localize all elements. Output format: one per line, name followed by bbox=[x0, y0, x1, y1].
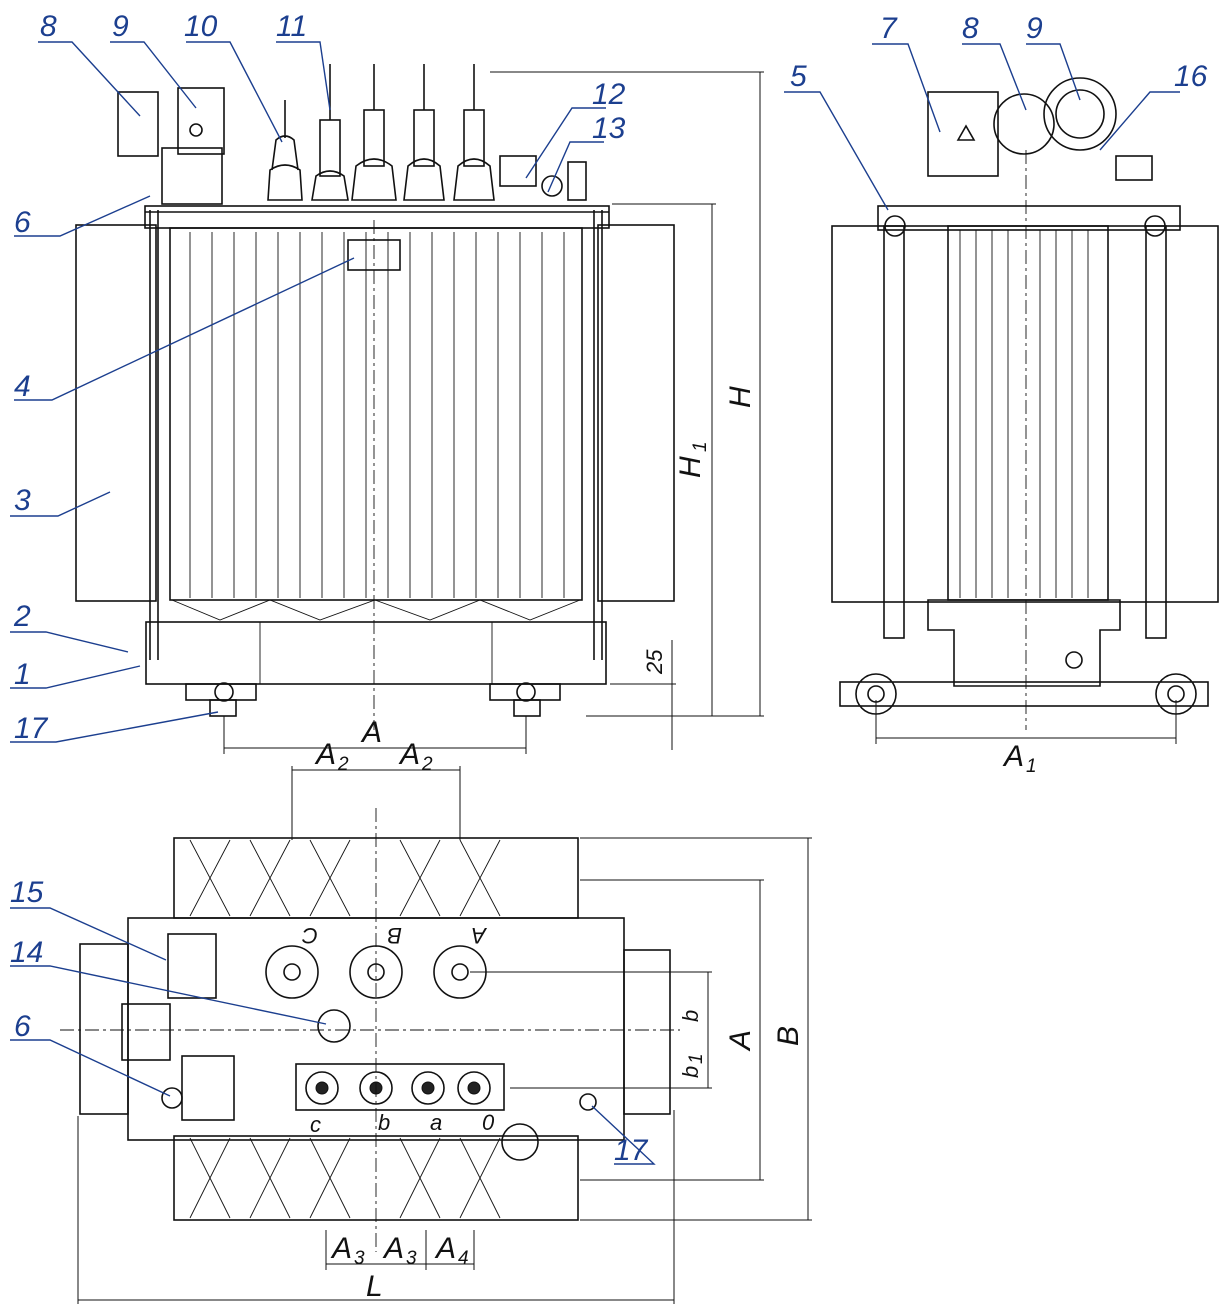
callout-8: 8 bbox=[40, 10, 57, 43]
callout-10: 10 bbox=[184, 10, 218, 43]
callout-6-top: 6 bbox=[14, 1010, 31, 1043]
dim-b1-sub: 1 bbox=[686, 1053, 707, 1064]
callout-2: 2 bbox=[13, 600, 31, 633]
dim-b: b bbox=[678, 1010, 703, 1022]
dim-25: 25 bbox=[642, 649, 667, 675]
dim-B: B bbox=[772, 1026, 805, 1046]
callout-4: 4 bbox=[14, 370, 31, 403]
left-radiator-panel bbox=[75, 224, 157, 602]
callout-3: 3 bbox=[14, 484, 31, 517]
callout-5: 5 bbox=[790, 60, 807, 93]
dim-H: H bbox=[724, 386, 757, 408]
hv-bushing-c bbox=[265, 945, 319, 999]
terminal-hv-a: A bbox=[471, 923, 488, 948]
gas-relay-box bbox=[499, 155, 537, 187]
dim-A2-right: A bbox=[398, 738, 420, 771]
left-instruments bbox=[117, 87, 225, 205]
thermometer-gauge bbox=[1043, 77, 1117, 151]
tap-changer bbox=[317, 1009, 351, 1043]
dim-A3-right-sub: 3 bbox=[406, 1248, 417, 1269]
right-radiator-panel bbox=[597, 224, 675, 602]
dim-A1-sub: 1 bbox=[1026, 756, 1037, 777]
callout-8-side: 8 bbox=[962, 12, 979, 45]
callout-leaders bbox=[10, 41, 1180, 1165]
dim-A4: A bbox=[434, 1232, 456, 1265]
terminal-box bbox=[927, 91, 999, 177]
dim-H1: H bbox=[674, 456, 707, 478]
terminal-lv-0: 0 bbox=[482, 1110, 495, 1135]
front-view bbox=[75, 64, 764, 754]
lv-bushing-plate bbox=[295, 1063, 505, 1111]
dim-A1-top: A bbox=[724, 1030, 757, 1052]
callout-17-top: 17 bbox=[614, 1134, 649, 1167]
callout-6: 6 bbox=[14, 206, 31, 239]
callout-7: 7 bbox=[880, 12, 898, 45]
callout-9: 9 bbox=[112, 10, 129, 43]
dim-A2-right-sub: 2 bbox=[421, 754, 433, 775]
dim-A2-left-sub: 2 bbox=[337, 754, 349, 775]
callout-15: 15 bbox=[10, 876, 44, 909]
tank-cover bbox=[144, 205, 610, 229]
callout-9-side: 9 bbox=[1026, 12, 1043, 45]
dim-A3-left-sub: 3 bbox=[354, 1248, 365, 1269]
side-rods bbox=[149, 210, 603, 660]
callout-13: 13 bbox=[592, 112, 626, 145]
terminal-hv-b: B bbox=[387, 923, 402, 948]
side-view bbox=[831, 77, 1219, 744]
top-view bbox=[60, 766, 812, 1304]
side-cover bbox=[877, 205, 1181, 231]
dim-b1: b bbox=[678, 1066, 703, 1078]
expansion-tank bbox=[501, 1123, 539, 1161]
dim-A: A bbox=[360, 716, 382, 749]
dim-H1-sub: 1 bbox=[690, 441, 711, 452]
front-wheels bbox=[185, 682, 561, 717]
side-radiators bbox=[831, 225, 1219, 603]
dim-A1: A bbox=[1002, 740, 1024, 773]
dim-A3-left: A bbox=[330, 1232, 352, 1265]
callout-1: 1 bbox=[14, 658, 31, 691]
tank-fins bbox=[171, 232, 581, 621]
tank-base bbox=[145, 621, 607, 685]
oil-gauge bbox=[993, 93, 1055, 155]
terminal-lv-a: a bbox=[430, 1110, 442, 1135]
terminal-hv-c: C bbox=[302, 923, 318, 948]
terminal-lv-b: b bbox=[378, 1110, 390, 1135]
callout-16: 16 bbox=[1174, 60, 1208, 93]
callout-11: 11 bbox=[276, 10, 307, 43]
dim-A3-right: A bbox=[382, 1232, 404, 1265]
side-skid bbox=[839, 681, 1209, 707]
side-tank bbox=[947, 225, 1109, 601]
dim-A4-sub: 4 bbox=[458, 1248, 469, 1269]
dim-A2-left: A bbox=[314, 738, 336, 771]
dim-L: L bbox=[366, 1270, 383, 1303]
callout-14: 14 bbox=[10, 936, 43, 969]
callout-12: 12 bbox=[592, 78, 626, 111]
terminal-lv-c: c bbox=[310, 1112, 321, 1137]
callout-17-front: 17 bbox=[14, 712, 49, 745]
bushings bbox=[267, 64, 495, 201]
